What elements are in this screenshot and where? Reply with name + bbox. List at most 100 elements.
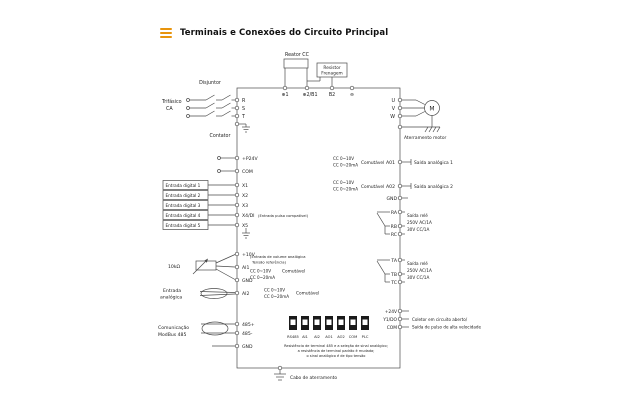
range-label: CC 0~20mA <box>333 187 358 192</box>
terminal-label: GND <box>242 344 253 350</box>
terminal <box>397 97 403 103</box>
dc-reactor-symbol <box>283 58 309 69</box>
dip-label: AI1 <box>302 335 308 339</box>
header: Terminais e Conexões do Circuito Princip… <box>160 28 388 38</box>
digital-output-label: Coletor em circuito aberto/ <box>412 317 468 322</box>
terminal <box>234 264 240 270</box>
terminal-label: W <box>390 114 395 120</box>
reactor-label: Reator CC <box>285 52 310 58</box>
relay-label: 30V CC/1A <box>407 227 429 232</box>
terminal <box>397 308 403 314</box>
range-label: CC 0~20mA <box>250 275 275 280</box>
contactor-blade-icon <box>221 110 231 117</box>
relay1-wiring <box>376 209 405 237</box>
dip-label: COM <box>349 335 357 339</box>
digital-input-label: Entrada digital 2 <box>166 193 201 198</box>
relay-label: Saída relé <box>407 213 428 218</box>
shielded-cable-icon <box>200 288 228 299</box>
terminal-label: +10V <box>242 252 256 258</box>
dip-label: PLC <box>362 335 369 339</box>
breaker-blade-icon <box>205 102 215 109</box>
relay-label: 250V AC/1A <box>407 220 432 225</box>
digital-output-wiring <box>397 308 409 330</box>
analog-output-label: Saída analógica 1 <box>414 159 453 166</box>
terminal <box>234 182 240 188</box>
dip-switch[interactable] <box>289 316 297 330</box>
terminal <box>234 343 240 349</box>
comm-label: Comunicação <box>158 325 189 331</box>
pot-label: 10kΩ <box>168 264 181 270</box>
dip-label: AO2 <box>337 335 345 339</box>
contactor-blade-icon <box>221 102 231 109</box>
terminal <box>397 124 403 130</box>
contactor-blade-icon <box>221 94 231 101</box>
terminal <box>397 159 403 165</box>
switchable-label: Comutável <box>361 159 384 166</box>
terminal <box>234 155 240 161</box>
menu-icon[interactable] <box>160 28 172 38</box>
breaker-blade-icon <box>205 110 215 117</box>
terminal-label: TB <box>390 272 397 278</box>
breaker-label: Disjuntor <box>199 80 221 86</box>
bottom-ground-icon <box>274 365 286 381</box>
relay2-wiring <box>376 257 405 285</box>
terminal-label: +P24V <box>242 156 258 162</box>
supply-label: Trifásico <box>161 98 182 105</box>
terminal-label: +24V <box>385 309 397 315</box>
terminal <box>234 202 240 208</box>
terminal <box>234 222 240 228</box>
terminal <box>304 85 310 91</box>
dip-label: AI2 <box>314 335 320 339</box>
dip-switch[interactable] <box>361 316 369 330</box>
brake-resistor-label: Resistor <box>323 65 340 71</box>
dip-note: Resistência de terminal 485 e a seleção … <box>284 344 388 348</box>
analog-input-wiring <box>192 251 240 299</box>
terminal-label: GND <box>386 196 397 202</box>
terminal-label: TA <box>390 258 397 264</box>
range-label: CC 0~10V <box>333 180 354 185</box>
terminal <box>234 290 240 296</box>
range-label: CC 0~20mA <box>333 163 358 168</box>
dip-switch[interactable] <box>301 316 309 330</box>
terminal <box>349 85 355 91</box>
terminal <box>234 330 240 336</box>
motor-label: M <box>429 105 434 112</box>
hatched-ground-icon <box>424 126 441 133</box>
power-input-wiring <box>186 94 250 133</box>
switchable-label: Comutável <box>296 290 319 297</box>
terminal-label: TC <box>390 280 397 286</box>
terminal-label: RA <box>391 210 398 216</box>
terminal-label: 485+ <box>242 322 255 328</box>
diagram-labels: Reator CC Resistor Frenagem ⊕1 ⊕2/B1 B2 … <box>158 52 481 381</box>
relay-label: 250V AC/1A <box>407 268 432 273</box>
terminal-label: ⊖ <box>350 93 354 98</box>
digital-input-label: Entrada digital 4 <box>166 213 201 218</box>
terminal-label: A02 <box>386 184 395 190</box>
page-title: Terminais e Conexões do Circuito Princip… <box>180 28 389 38</box>
terminal <box>234 192 240 198</box>
switchable-label: Comutável <box>361 183 384 190</box>
ai1-note: (Entrada de volume analógica <box>250 255 306 259</box>
terminal-label: 485- <box>242 331 253 337</box>
relay-contact-icon <box>376 259 390 283</box>
terminal <box>397 271 403 277</box>
breaker-blade-icon <box>205 94 215 101</box>
switchable-label: Comutável <box>282 268 305 275</box>
earth-ground-icon <box>239 123 250 133</box>
digital-input-label: Entrada digital 3 <box>166 203 201 208</box>
dip-switch[interactable] <box>349 316 357 330</box>
terminal-label: X5 <box>242 223 248 229</box>
brake-resistor-label: Frenagem <box>321 71 342 77</box>
range-label: CC 0~10V <box>264 288 285 293</box>
analog-input-label: analógica <box>160 294 182 301</box>
dip-switch[interactable] <box>325 316 333 330</box>
dip-note: a resistência de terminal padrão é mudad… <box>298 349 375 353</box>
communication-wiring <box>201 321 240 349</box>
analog-output-wiring <box>397 159 412 201</box>
dip-switch[interactable] <box>337 316 345 330</box>
dc-bus-wiring <box>282 58 355 91</box>
terminal <box>397 324 403 330</box>
terminal <box>234 321 240 327</box>
dip-switch[interactable] <box>313 316 321 330</box>
